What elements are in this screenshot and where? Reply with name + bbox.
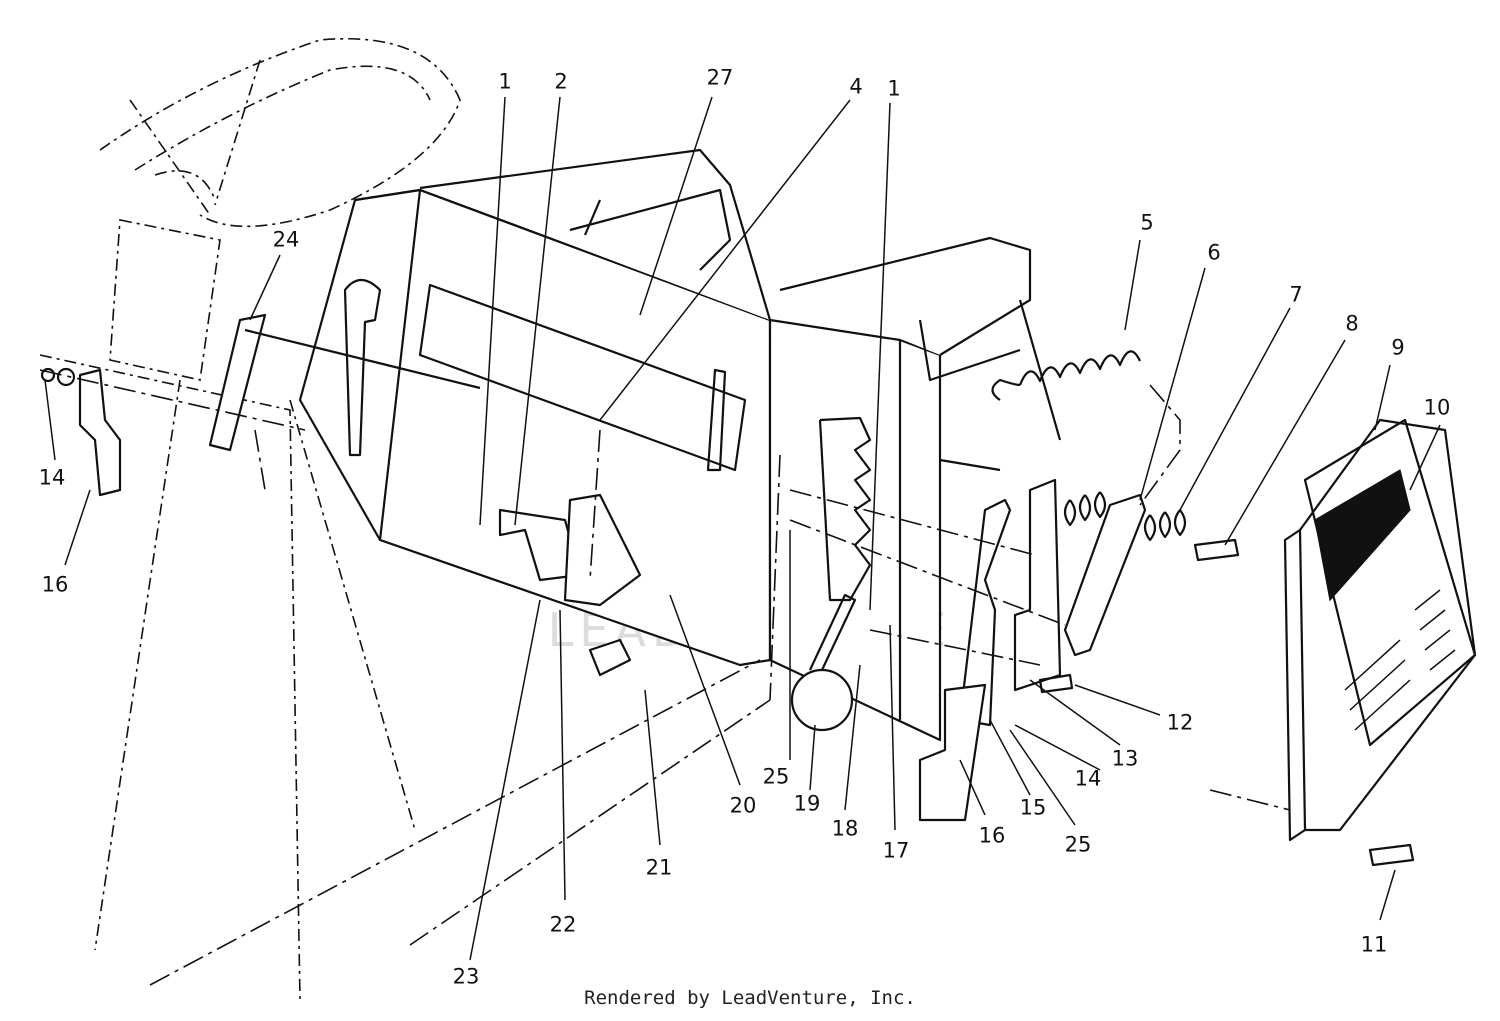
callout-14-right: 14 — [1074, 766, 1102, 791]
callout-15: 15 — [1019, 795, 1047, 820]
callout-23: 23 — [452, 964, 480, 989]
callout-6: 6 — [1207, 240, 1221, 265]
linkage-plates — [790, 418, 1477, 867]
callout-16-right: 16 — [978, 823, 1006, 848]
callout-1-right: 1 — [887, 76, 901, 101]
spring-part-5 — [991, 350, 1141, 401]
callout-27: 27 — [706, 65, 734, 90]
leader-lines — [44, 96, 1441, 961]
callout-22: 22 — [549, 912, 577, 937]
callout-13: 13 — [1111, 746, 1139, 771]
callout-9: 9 — [1391, 335, 1405, 360]
callout-5: 5 — [1140, 210, 1154, 235]
callout-11: 11 — [1360, 932, 1388, 957]
callout-10: 10 — [1423, 395, 1451, 420]
callout-20: 20 — [729, 793, 757, 818]
center-brackets — [498, 493, 642, 677]
callout-12: 12 — [1166, 710, 1194, 735]
render-credit: Rendered by LeadVenture, Inc. — [584, 987, 916, 1009]
callout-18: 18 — [831, 816, 859, 841]
dash-housing — [298, 148, 1062, 742]
steering-wheel-phantom — [39, 37, 461, 1001]
callout-25-left: 25 — [762, 764, 790, 789]
callout-1: 1 — [498, 69, 512, 94]
callout-2: 2 — [554, 69, 568, 94]
callout-4: 4 — [849, 74, 863, 99]
callout-19: 19 — [793, 791, 821, 816]
callout-14-left: 14 — [38, 465, 66, 490]
callout-25-right: 25 — [1064, 832, 1092, 857]
callout-24: 24 — [272, 227, 300, 252]
left-linkage — [39, 313, 481, 497]
assembly-lines — [149, 384, 1291, 986]
callout-7: 7 — [1289, 282, 1303, 307]
callout-16-left: 16 — [41, 572, 69, 597]
callout-21: 21 — [645, 855, 673, 880]
callout-8: 8 — [1345, 311, 1359, 336]
callout-17: 17 — [882, 838, 910, 863]
